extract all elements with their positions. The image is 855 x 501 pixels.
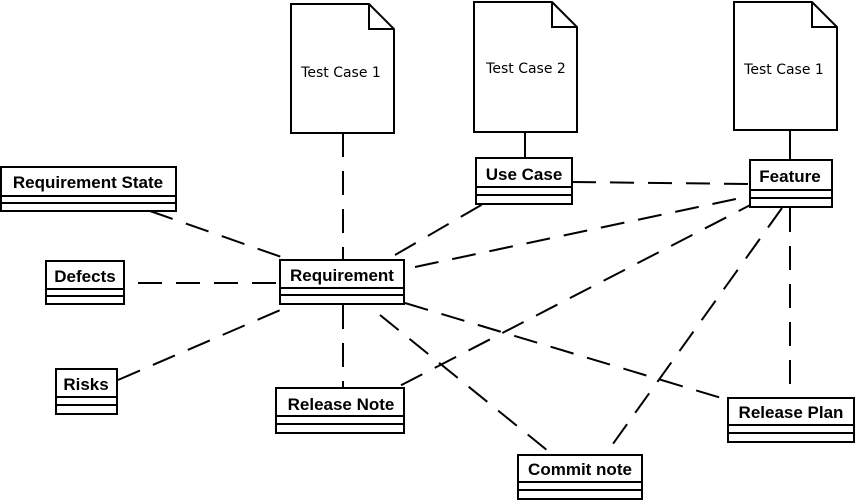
note-test-case-right[interactable]: Test Case 1 bbox=[733, 1, 838, 131]
note-test-case-middle[interactable]: Test Case 2 bbox=[473, 1, 578, 133]
class-title: Use Case bbox=[486, 165, 563, 184]
class-title: Defects bbox=[54, 267, 115, 286]
class-title: Requirement State bbox=[13, 173, 163, 192]
class-title: Commit note bbox=[528, 460, 632, 479]
class-defects[interactable]: Defects bbox=[45, 260, 125, 305]
class-requirement[interactable]: Requirement bbox=[279, 259, 405, 305]
edge-requirement-usecase bbox=[394, 203, 484, 256]
associations bbox=[117, 130, 791, 456]
class-release-plan[interactable]: Release Plan bbox=[727, 397, 855, 443]
class-release-note[interactable]: Release Note bbox=[275, 387, 405, 434]
edge-feature-releasenote bbox=[387, 199, 761, 393]
edge-risks-requirement bbox=[117, 307, 286, 381]
class-title: Release Plan bbox=[739, 403, 844, 422]
edge-requirement-feature bbox=[414, 195, 751, 268]
class-title: Requirement bbox=[290, 266, 394, 285]
class-commit-note[interactable]: Commit note bbox=[517, 454, 643, 500]
note-label: Test Case 1 bbox=[300, 65, 381, 81]
class-use-case[interactable]: Use Case bbox=[475, 157, 573, 205]
edge-requirementstate-requirement bbox=[149, 210, 291, 261]
edge-requirement-releaseplan bbox=[404, 302, 729, 401]
edge-feature-commitnote bbox=[604, 207, 783, 456]
class-feature[interactable]: Feature bbox=[749, 159, 833, 208]
edge-usecase-feature bbox=[571, 181, 751, 185]
note-label: Test Case 1 bbox=[743, 62, 824, 78]
class-risks[interactable]: Risks bbox=[55, 368, 118, 415]
class-title: Feature bbox=[759, 167, 820, 186]
note-label: Test Case 2 bbox=[485, 61, 566, 77]
class-requirement-state[interactable]: Requirement State bbox=[0, 166, 177, 212]
edge-requirement-commitnote bbox=[379, 314, 554, 456]
note-test-case-left[interactable]: Test Case 1 bbox=[290, 3, 395, 134]
class-title: Risks bbox=[63, 375, 108, 394]
class-title: Release Note bbox=[288, 395, 395, 414]
